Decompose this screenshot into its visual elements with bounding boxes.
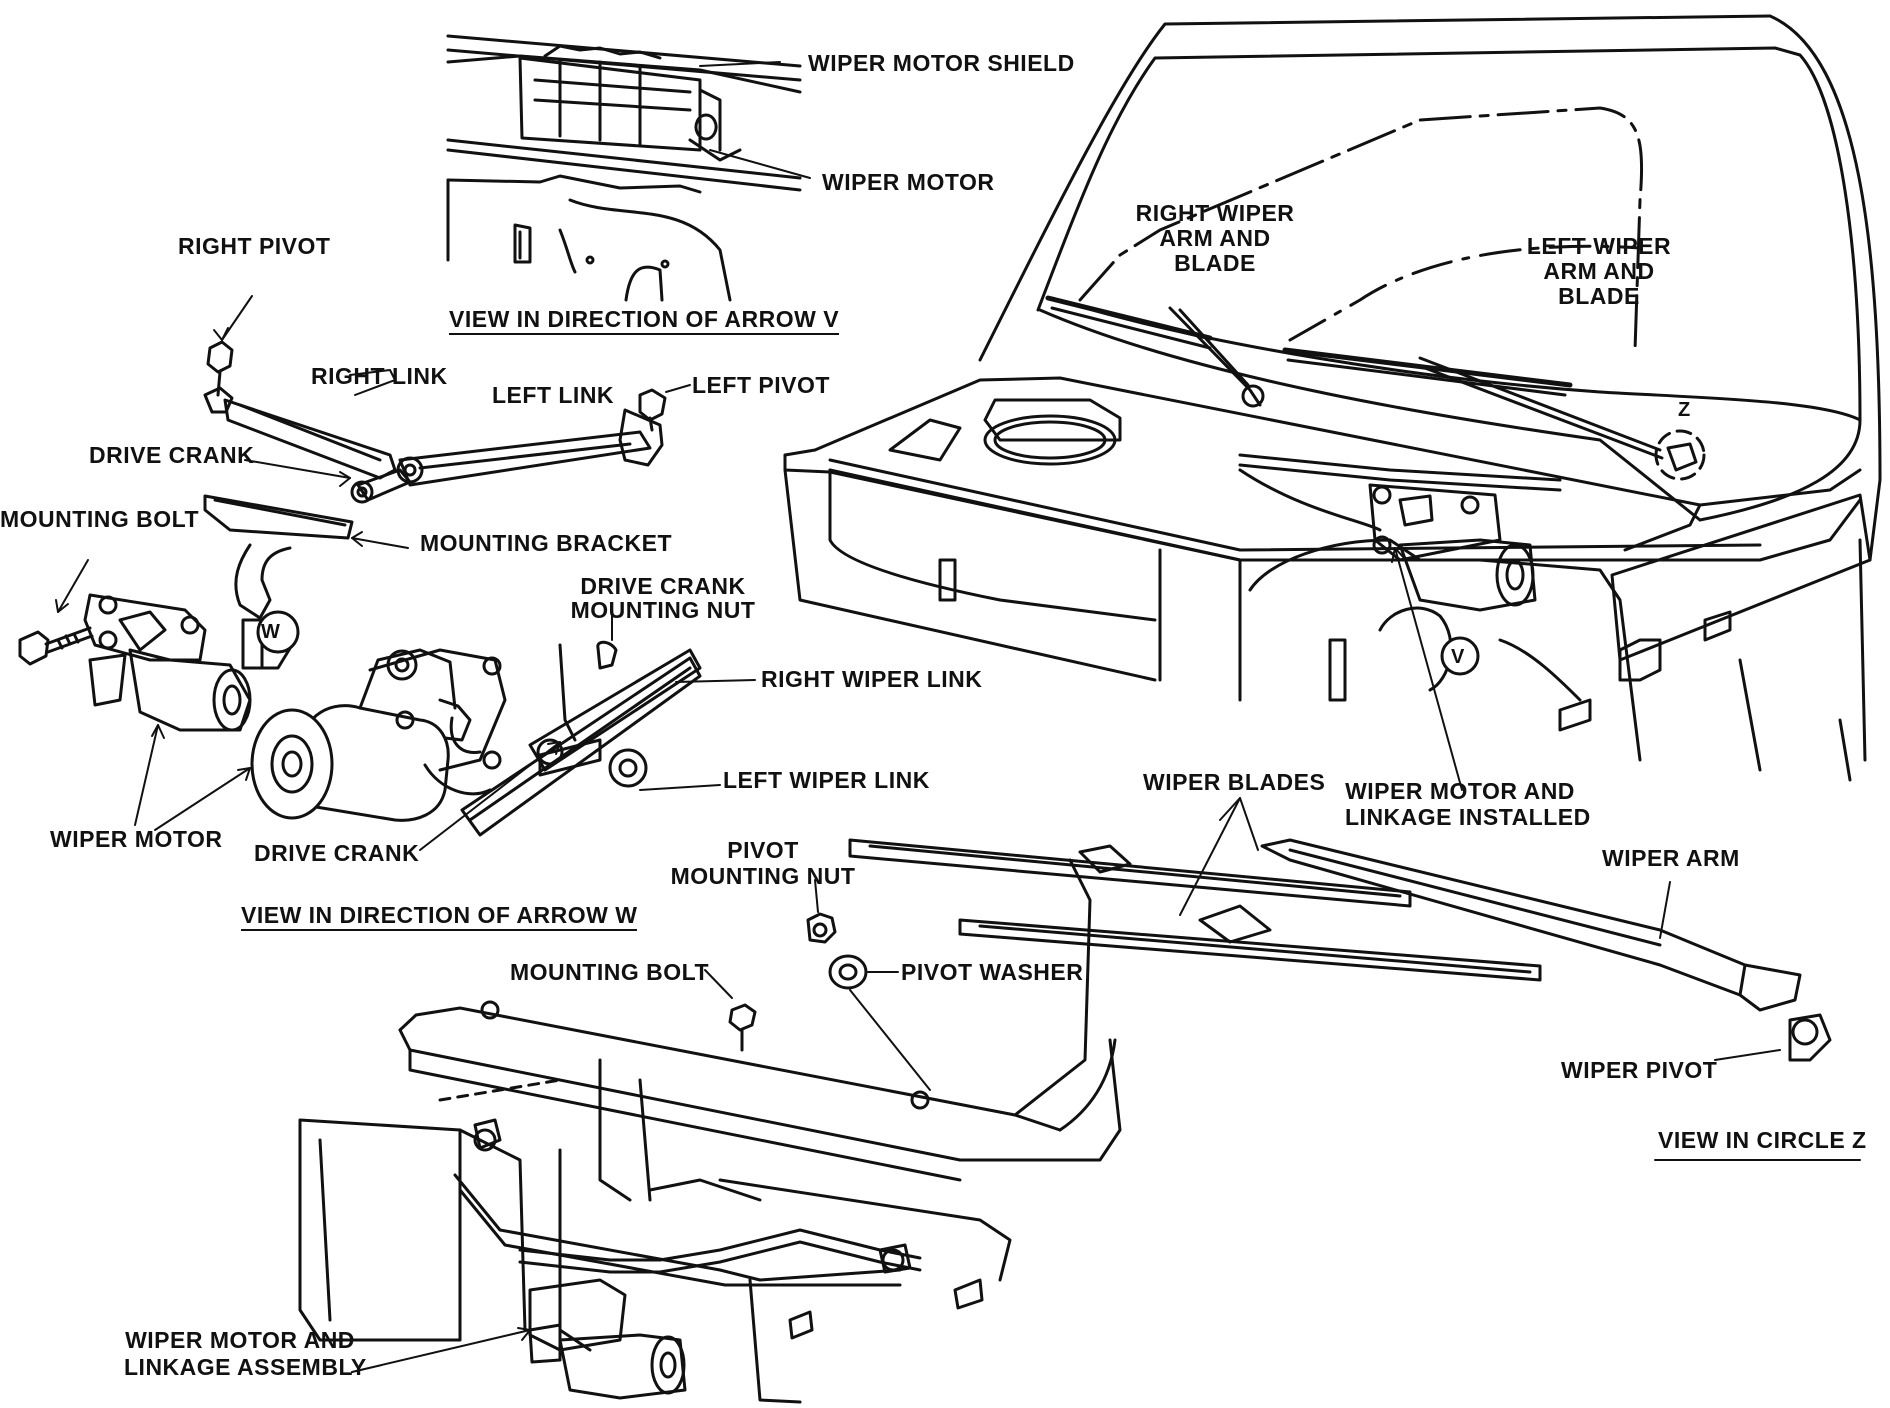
label-motor-installed-line1: WIPER MOTOR AND: [1345, 778, 1575, 804]
label-right-wiper-arm-line1: RIGHT WIPER: [1135, 200, 1295, 226]
label-drive-crank-nut-line1: DRIVE CRANK: [580, 573, 746, 599]
label-wiper-motor-shield: WIPER MOTOR SHIELD: [808, 50, 1075, 76]
label-right-wiper-arm-line2: ARM AND: [1159, 225, 1271, 251]
label-mounting-bolt-bottom: MOUNTING BOLT: [510, 959, 709, 985]
blades-and-arm: [848, 797, 1832, 1062]
label-pivot-mounting-nut-line2: MOUNTING NUT: [670, 863, 856, 889]
label-right-wiper-arm-line3: BLADE: [1174, 250, 1256, 276]
label-left-pivot: LEFT PIVOT: [692, 372, 830, 398]
label-drive-crank-nut-line2: MOUNTING NUT: [570, 597, 756, 623]
label-motor-assembly-line1: WIPER MOTOR AND: [125, 1327, 355, 1353]
label-left-wiper-arm-line1: LEFT WIPER: [1526, 233, 1672, 259]
arrow-w-view: [250, 609, 756, 851]
label-drive-crank-top: DRIVE CRANK: [89, 442, 255, 468]
arrow-v-inset: [446, 34, 811, 302]
arrow-w-marker: W: [261, 621, 281, 643]
label-wiper-motor-top: WIPER MOTOR: [822, 169, 995, 195]
caption-view-arrow-v: VIEW IN DIRECTION OF ARROW V: [449, 307, 840, 335]
label-wiper-pivot: WIPER PIVOT: [1561, 1057, 1718, 1083]
caption-view-arrow-w: VIEW IN DIRECTION OF ARROW W: [241, 903, 638, 931]
label-left-link: LEFT LINK: [492, 382, 615, 408]
label-pivot-mounting-nut-line1: PIVOT: [727, 837, 799, 863]
pivot-hardware: [704, 879, 931, 1091]
label-wiper-blades: WIPER BLADES: [1143, 769, 1326, 795]
label-left-wiper-arm-line2: ARM AND: [1543, 258, 1655, 284]
vehicle-front-installed: [783, 14, 1882, 791]
label-left-wiper-link: LEFT WIPER LINK: [723, 767, 930, 793]
bottom-assembly: [298, 858, 1122, 1404]
label-motor-assembly-line2: LINKAGE ASSEMBLY: [124, 1354, 367, 1380]
label-right-wiper-link: RIGHT WIPER LINK: [761, 666, 983, 692]
label-motor-installed-line2: LINKAGE INSTALLED: [1345, 804, 1591, 830]
label-left-wiper-arm-line3: BLADE: [1558, 283, 1640, 309]
label-wiper-arm: WIPER ARM: [1602, 845, 1740, 871]
label-wiper-motor-left: WIPER MOTOR: [50, 826, 223, 852]
label-right-pivot: RIGHT PIVOT: [178, 233, 331, 259]
linkage-exploded: [18, 295, 691, 732]
label-mounting-bracket: MOUNTING BRACKET: [420, 530, 673, 556]
circle-z-marker: Z: [1678, 399, 1691, 421]
label-drive-crank-bottom: DRIVE CRANK: [254, 840, 420, 866]
label-mounting-bolt-left: MOUNTING BOLT: [0, 506, 199, 532]
caption-view-circle-z: VIEW IN CIRCLE Z: [1658, 1127, 1867, 1153]
label-pivot-washer: PIVOT WASHER: [901, 959, 1084, 985]
arrow-v-marker: V: [1451, 646, 1465, 668]
label-right-link: RIGHT LINK: [311, 363, 448, 389]
